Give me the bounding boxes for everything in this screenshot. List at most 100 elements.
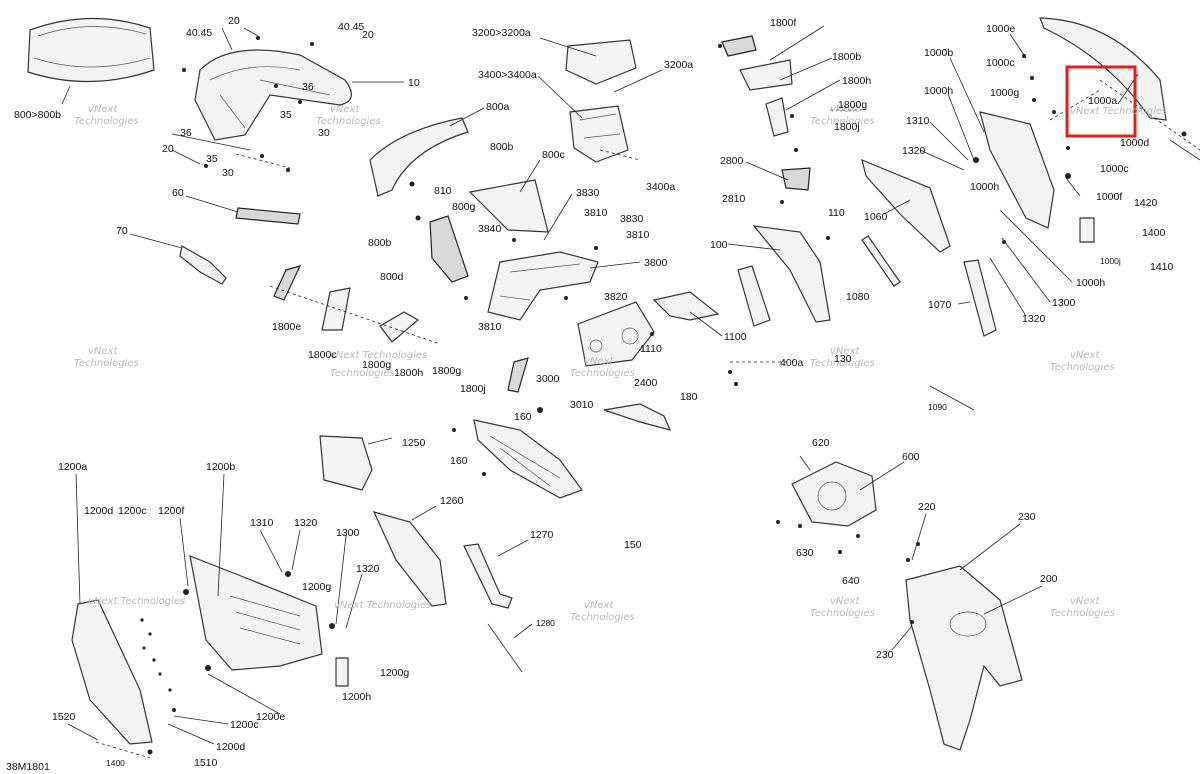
callout-label[interactable]: 1200g	[302, 581, 331, 593]
callout-label[interactable]: 35	[206, 153, 218, 165]
part-1800f[interactable]	[721, 35, 757, 57]
callout-label[interactable]: 1200h	[342, 691, 371, 703]
part-3800[interactable]	[487, 251, 599, 321]
callout-label[interactable]: 1310	[906, 115, 930, 127]
callout-label[interactable]: 150	[624, 539, 642, 551]
part-headlight-2400[interactable]	[577, 301, 655, 367]
callout-label[interactable]: 1800g	[432, 365, 461, 377]
callout-label[interactable]: 230	[1018, 511, 1036, 523]
callout-label[interactable]: 810	[434, 185, 452, 197]
part-1800c[interactable]	[321, 287, 351, 331]
callout-label[interactable]: 1080	[846, 291, 870, 303]
callout-label[interactable]: 160	[514, 411, 532, 423]
callout-label[interactable]: 1400	[1142, 227, 1166, 239]
callout-label[interactable]: 1510	[194, 757, 218, 769]
callout-label[interactable]: 1060	[864, 211, 888, 223]
callout-label[interactable]: 60	[172, 187, 184, 199]
callout-label[interactable]: 1000e	[986, 23, 1015, 35]
callout-label[interactable]: 3800	[644, 257, 668, 269]
part-800a[interactable]	[369, 117, 469, 197]
callout-label[interactable]: 1800j	[460, 383, 486, 395]
callout-label[interactable]: 1300	[1052, 297, 1076, 309]
callout-label[interactable]: 800g	[452, 201, 476, 213]
callout-label[interactable]: 2400	[634, 377, 658, 389]
callout-label[interactable]: 1310	[250, 517, 274, 529]
callout-label[interactable]: 800a	[486, 101, 510, 113]
callout-label[interactable]: 30	[222, 167, 234, 179]
part-1200h[interactable]	[335, 657, 349, 687]
part-3000[interactable]	[507, 357, 529, 393]
part-1270[interactable]	[463, 543, 513, 609]
callout-label[interactable]: 600	[902, 451, 920, 463]
callout-label[interactable]: 1300	[336, 527, 360, 539]
callout-label[interactable]: 1000h	[970, 181, 999, 193]
callout-label[interactable]: 1090	[928, 402, 947, 412]
callout-label[interactable]: 230	[876, 649, 894, 661]
callout-label[interactable]: 1000g	[990, 87, 1019, 99]
part-1100[interactable]	[652, 291, 720, 321]
part-1250[interactable]	[319, 435, 373, 491]
callout-label[interactable]: 1250	[402, 437, 426, 449]
callout-label[interactable]: 1200d	[84, 505, 113, 517]
callout-label[interactable]: 1800g	[838, 99, 867, 111]
callout-label[interactable]: 800>800b	[14, 109, 61, 121]
callout-label[interactable]: 1800b	[832, 51, 861, 63]
callout-label[interactable]: 1200a	[58, 461, 87, 473]
callout-label[interactable]: 3200a	[664, 59, 693, 71]
callout-label[interactable]: 1320	[902, 145, 926, 157]
callout-label[interactable]: 1800c	[308, 349, 337, 361]
callout-label[interactable]: 3010	[570, 399, 594, 411]
callout-label[interactable]: 640	[842, 575, 860, 587]
callout-label[interactable]: 620	[812, 437, 830, 449]
callout-label[interactable]: 110	[828, 207, 845, 219]
callout-label[interactable]: 1000c	[986, 57, 1015, 69]
callout-label[interactable]: 3830	[576, 187, 600, 199]
callout-label[interactable]: 3830	[620, 213, 644, 225]
callout-label[interactable]: 1200e	[256, 711, 285, 723]
part-1060[interactable]	[861, 158, 951, 253]
part-1000b[interactable]	[979, 111, 1055, 229]
callout-label[interactable]: 1200f	[158, 505, 184, 517]
part-1280[interactable]	[487, 623, 523, 673]
callout-label[interactable]: 1000j	[1100, 256, 1121, 266]
callout-label[interactable]: 70	[116, 225, 128, 237]
callout-label[interactable]: 1320	[294, 517, 318, 529]
callout-label[interactable]: 35	[280, 109, 292, 121]
callout-label[interactable]: 30	[318, 127, 330, 139]
callout-label[interactable]: 2810	[722, 193, 746, 205]
part-1260[interactable]	[372, 511, 447, 607]
part-1000j[interactable]	[1079, 217, 1095, 243]
callout-label[interactable]: 1800e	[272, 321, 301, 333]
callout-label[interactable]: 10	[408, 77, 420, 89]
callout-label[interactable]: 3200>3200a	[472, 27, 531, 39]
part-1800h-right[interactable]	[765, 97, 789, 137]
callout-label[interactable]: 1270	[530, 529, 554, 541]
callout-label[interactable]: 1420	[1134, 197, 1158, 209]
callout-label[interactable]: 3810	[584, 207, 608, 219]
callout-label[interactable]: 2800	[720, 155, 744, 167]
callout-label[interactable]: 1800f	[770, 17, 796, 29]
callout-label[interactable]: 200	[1040, 573, 1058, 585]
callout-label[interactable]: 1200c	[230, 719, 259, 731]
callout-label[interactable]: 1200c	[118, 505, 147, 517]
callout-label[interactable]: 1110	[640, 343, 662, 355]
callout-label[interactable]: 180	[680, 391, 698, 403]
callout-label[interactable]: 1000h	[1076, 277, 1105, 289]
callout-label[interactable]: 20	[362, 29, 374, 41]
callout-label[interactable]: 1260	[440, 495, 464, 507]
callout-label[interactable]: 1070	[928, 299, 952, 311]
part-100[interactable]	[752, 225, 831, 323]
callout-label[interactable]: 3810	[626, 229, 650, 241]
callout-label[interactable]: 220	[918, 501, 936, 513]
callout-label[interactable]: 36	[180, 127, 192, 139]
callout-label[interactable]: 1400	[106, 758, 125, 768]
part-600[interactable]	[791, 461, 877, 527]
callout-label[interactable]: 630	[796, 547, 814, 559]
part-1200a[interactable]	[71, 599, 153, 745]
callout-label[interactable]: 1800g	[362, 359, 391, 371]
part-2800[interactable]	[781, 167, 811, 191]
callout-label[interactable]: 130	[834, 353, 852, 365]
callout-label[interactable]: 3820	[604, 291, 628, 303]
callout-label[interactable]: 1200g	[380, 667, 409, 679]
callout-label[interactable]: 3810	[478, 321, 502, 333]
